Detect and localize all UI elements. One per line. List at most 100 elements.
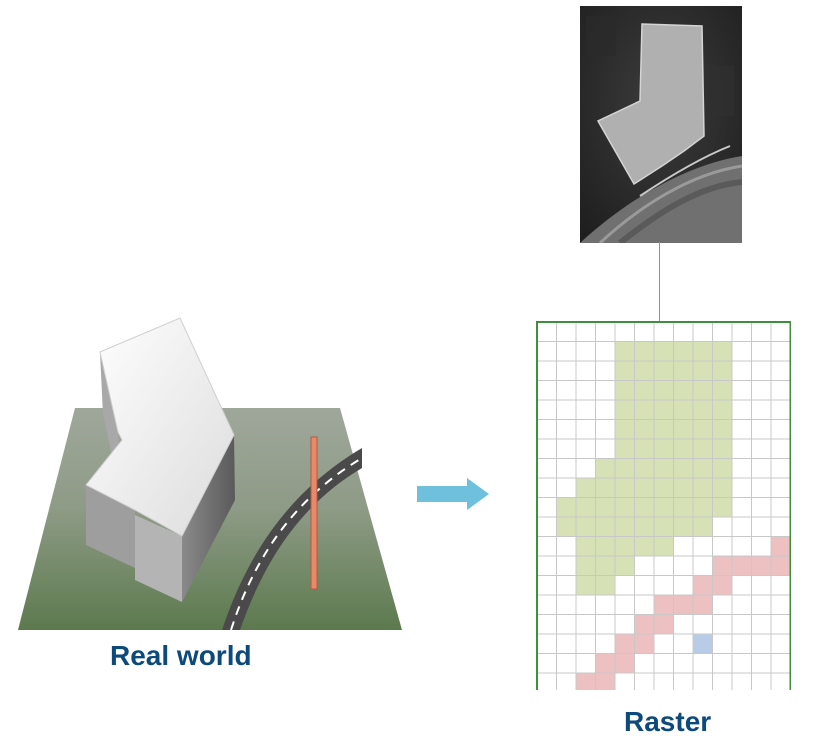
raster-cell-building [654,380,674,400]
raster-cell-road [693,575,713,595]
raster-cell-building [673,400,693,420]
raster-cell-building [634,400,654,420]
raster-cell-building [673,458,693,478]
raster-cell-building [576,536,596,556]
raster-cell-building [654,536,674,556]
raster-cell-road [615,653,635,673]
raster-cell-building [634,478,654,498]
raster-cell-road [595,673,615,690]
road-centerline [230,457,363,631]
raster-cell-building [634,380,654,400]
raster-cell-building [712,478,732,498]
raster-cell-building [712,497,732,517]
raster-cell-building [615,341,635,361]
raster-cell-building [595,458,615,478]
raster-cell-building [673,419,693,439]
raster-cell-building [595,497,615,517]
raster-cell-building [693,478,713,498]
raster-cell-building [693,439,713,459]
raster-cell-road [771,556,791,576]
raster-cell-building [634,497,654,517]
raster-cell-building [576,556,596,576]
raster-cell-building [615,458,635,478]
raster-cell-road [654,595,674,615]
raster-cell-building [693,380,713,400]
raster-cell-building [634,419,654,439]
raster-cell-building [634,536,654,556]
raster-cell-building [556,497,576,517]
raster-cell-road [634,614,654,634]
raster-cell-road [634,634,654,654]
raster-cell-building [615,478,635,498]
raster-label: Raster [624,706,712,737]
raster-cell-pole [693,634,713,654]
raster-cell-road [693,595,713,615]
raster-cell-building [595,575,615,595]
raster-cell-building [595,536,615,556]
raster-cell-building [595,478,615,498]
raster-cell-building [712,439,732,459]
raster-grid [536,321,791,690]
raster-cell-road [576,673,596,690]
raster-cell-building [615,380,635,400]
raster-cell-road [751,556,771,576]
raster-cell-building [576,517,596,537]
raster-cell-road [712,556,732,576]
raster-cell-building [634,517,654,537]
building-wall-side [182,435,235,602]
raster-cell-building [673,361,693,381]
raster-cell-building [712,361,732,381]
raster-cell-road [615,634,635,654]
raster-cell-building [673,341,693,361]
raster-cell-building [634,458,654,478]
raster-cell-building [634,439,654,459]
raster-cell-building [576,497,596,517]
raster-cell-building [615,361,635,381]
raster-cell-road [595,653,615,673]
raster-cell-building [634,361,654,381]
building-roof [85,317,235,537]
utility-pole [310,436,318,590]
raster-cell-road [732,556,752,576]
raster-cell-building [615,556,635,576]
raster-cell-building [615,419,635,439]
raster-cell-road [771,536,791,556]
aerial-image [580,6,742,243]
raster-cell-building [712,400,732,420]
raster-cell-building [654,439,674,459]
raster-cell-building [615,400,635,420]
raster-cell-building [693,400,713,420]
raster-cell-building [673,478,693,498]
building-wall-front [86,485,135,568]
raster-cell-road [712,575,732,595]
raster-cell-building [693,497,713,517]
raster-cell-building [595,556,615,576]
raster-cell-building [673,439,693,459]
building-wall-front-right [135,515,182,602]
raster-cell-building [673,380,693,400]
raster-cell-building [693,341,713,361]
connector-line [659,242,660,322]
raster-cell-road [673,595,693,615]
raster-cell-building [654,478,674,498]
real-world-scene [18,317,402,631]
raster-cell-building [615,517,635,537]
raster-cell-building [634,341,654,361]
raster-cell-road [654,614,674,634]
raster-cell-building [712,341,732,361]
transform-arrow [417,478,489,510]
road [222,448,362,630]
raster-cell-building [576,575,596,595]
raster-cell-building [654,361,674,381]
raster-cell-building [615,497,635,517]
raster-cell-building [654,517,674,537]
raster-cell-building [615,536,635,556]
raster-cell-building [712,419,732,439]
raster-cell-building [556,517,576,537]
raster-cell-building [693,419,713,439]
raster-border [536,321,791,690]
raster-cell-building [693,458,713,478]
raster-cell-building [712,380,732,400]
raster-cell-building [654,458,674,478]
raster-cell-building [673,517,693,537]
